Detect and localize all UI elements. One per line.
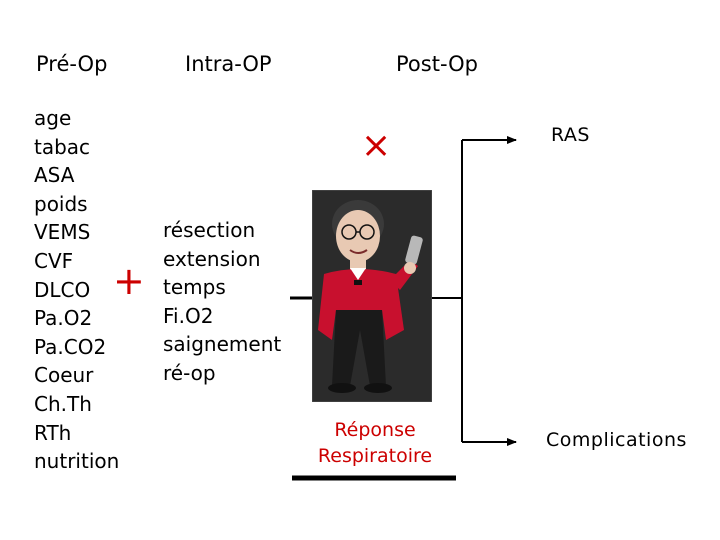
pre-op-factor: CVF [34, 248, 74, 273]
pre-op-factor: Pa.CO2 [34, 334, 107, 359]
header-post-op: Post-Op [396, 52, 478, 76]
intra-op-factor: résection [163, 218, 256, 242]
pre-op-factor: Coeur [34, 363, 94, 388]
pre-op-factor: ASA [34, 163, 75, 188]
header-pre-op: Pré-Op [36, 52, 108, 76]
pre-op-factor: Pa.O2 [34, 306, 93, 331]
intra-op-factor: Fi.O2 [163, 303, 214, 328]
plus-sign: + [113, 259, 145, 303]
pre-op-factor: poids [34, 191, 88, 216]
pre-op-factor: VEMS [34, 220, 91, 245]
pre-op-factor: RTh [34, 420, 72, 445]
response-line-2: Respiratoire [317, 445, 433, 467]
multiply-sign: × [361, 125, 392, 166]
pre-op-factor: Ch.Th [34, 391, 92, 416]
intra-op-factor: ré-op [163, 360, 216, 385]
header-intra-op: Intra-OP [185, 52, 272, 76]
pre-op-factor: tabac [34, 134, 91, 159]
intra-op-factor: extension [163, 246, 261, 271]
outcome-complications: Complications [546, 429, 687, 451]
intra-op-factor: saignement [163, 332, 282, 357]
pre-op-factor: DLCO [34, 277, 91, 302]
response-line-1: Réponse [334, 419, 416, 441]
pre-op-factor: age [34, 106, 72, 130]
response-label: Réponse Respiratoire [292, 417, 458, 469]
outcome-ras: RAS [551, 124, 590, 146]
intra-op-factor: temps [163, 275, 226, 300]
pre-op-factor: nutrition [34, 449, 120, 474]
person-illustration-icon [312, 190, 432, 402]
